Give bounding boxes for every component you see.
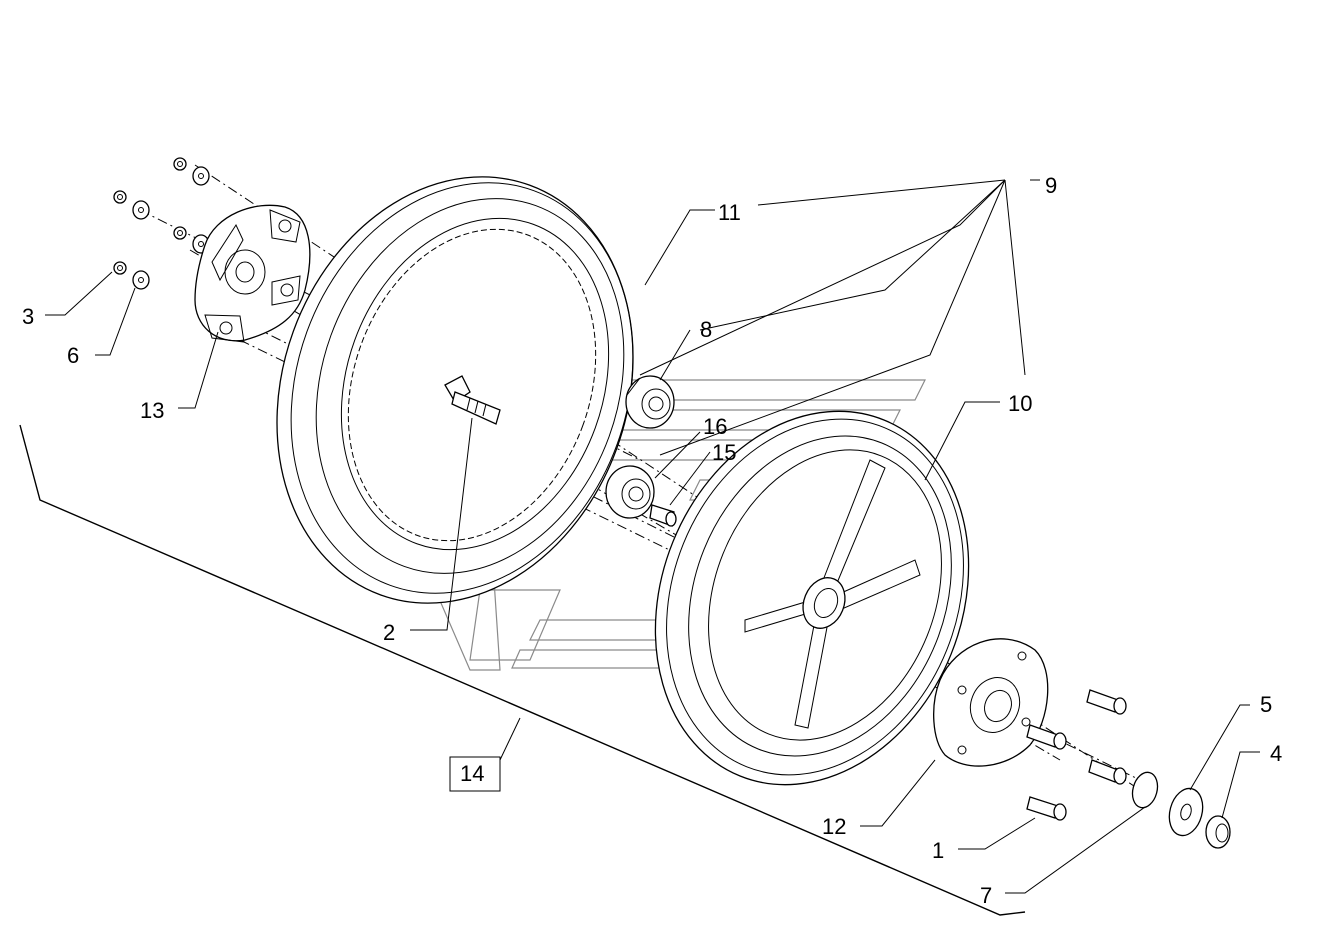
leader-lines xyxy=(19,179,1260,916)
callout-4: 4 xyxy=(1270,741,1282,766)
callout-labels: 1 2 3 4 5 6 7 8 9 10 11 12 13 14 15 16 xyxy=(22,173,1282,908)
callout-14-box xyxy=(449,756,501,792)
callout-7: 7 xyxy=(980,883,992,908)
callout-1: 1 xyxy=(932,838,944,863)
rim-10 xyxy=(654,410,970,786)
washer-7 xyxy=(1131,771,1159,809)
spacer-15 xyxy=(649,504,677,527)
washer-5 xyxy=(1168,787,1204,837)
hub-cap-13 xyxy=(194,204,311,343)
callout-14: 14 xyxy=(460,761,484,786)
bolt-2 xyxy=(444,375,501,425)
callout-8: 8 xyxy=(700,317,712,342)
callout-3: 3 xyxy=(22,304,34,329)
callout-6: 6 xyxy=(67,343,79,368)
nuts-and-washers-left xyxy=(113,157,210,290)
bearing-8 xyxy=(625,375,675,429)
callout-16: 16 xyxy=(703,414,727,439)
callout-12: 12 xyxy=(822,814,846,839)
bearing-16 xyxy=(605,465,655,519)
flange-12 xyxy=(933,638,1049,767)
bolts-1 xyxy=(1026,689,1127,821)
callout-15: 15 xyxy=(712,440,736,465)
callout-5: 5 xyxy=(1260,692,1272,717)
callout-2: 2 xyxy=(383,620,395,645)
nut-4 xyxy=(1205,815,1231,849)
callout-11: 11 xyxy=(718,200,741,225)
callout-9: 9 xyxy=(1045,173,1057,198)
callout-13: 13 xyxy=(140,398,164,423)
callout-10: 10 xyxy=(1008,391,1032,416)
